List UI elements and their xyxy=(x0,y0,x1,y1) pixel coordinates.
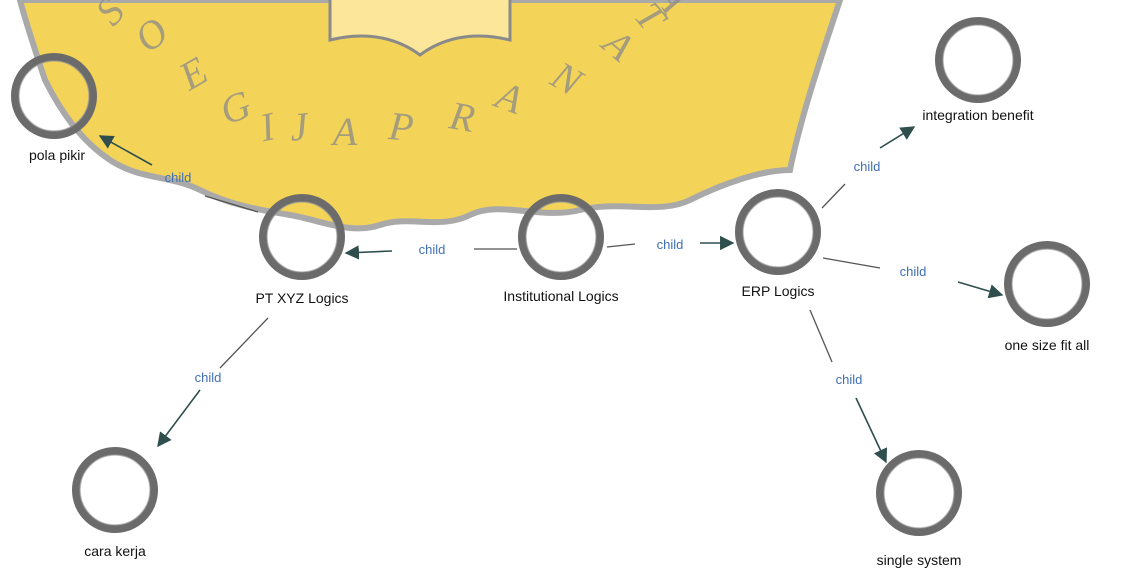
node-integration[interactable]: integration benefit xyxy=(922,17,1034,123)
seal-letter: A xyxy=(330,109,358,154)
node-institutional[interactable]: Institutional Logics xyxy=(503,194,619,304)
node-ring-inner xyxy=(18,60,90,132)
node-ring-icon[interactable] xyxy=(259,194,345,280)
node-ring-icon[interactable] xyxy=(735,189,821,275)
edge-label[interactable]: child xyxy=(854,159,881,174)
edge-ptxyz-to-pola: child xyxy=(98,135,259,213)
node-label: one size fit all xyxy=(1005,337,1090,353)
node-label: Institutional Logics xyxy=(503,288,618,304)
node-label: PT XYZ Logics xyxy=(255,290,348,306)
node-ring-icon[interactable] xyxy=(1004,241,1090,327)
node-onesize[interactable]: one size fit all xyxy=(1004,241,1090,353)
edge-arrow xyxy=(98,135,153,166)
node-ring-inner xyxy=(266,201,338,273)
edge-line-start xyxy=(822,257,881,269)
node-ring-inner xyxy=(1011,248,1083,320)
edge-line-start xyxy=(606,243,636,248)
edge-label[interactable]: child xyxy=(657,237,684,252)
edge-arrow xyxy=(157,389,201,448)
node-ring-icon[interactable] xyxy=(935,17,1021,103)
university-seal-watermark: SOEGIJAPRANATA xyxy=(16,0,844,232)
edge-label[interactable]: child xyxy=(165,170,192,185)
edge-arrow xyxy=(344,245,393,260)
edge-label[interactable]: child xyxy=(195,370,222,385)
edges-layer: child child child child child child child xyxy=(98,126,1004,464)
node-ptxyz[interactable]: PT XYZ Logics xyxy=(255,194,349,306)
node-label: single system xyxy=(877,552,962,568)
edge-arrow xyxy=(879,126,916,149)
edge-label[interactable]: child xyxy=(836,372,863,387)
edge-ptxyz-to-cara: child xyxy=(157,317,269,448)
node-label: integration benefit xyxy=(922,107,1033,123)
edge-erp-to-onesize: child xyxy=(822,257,1004,299)
edge-line-start xyxy=(821,183,846,209)
node-single[interactable]: single system xyxy=(876,450,962,568)
node-pola[interactable]: pola pikir xyxy=(11,53,97,163)
edge-institutional-to-erp: child xyxy=(606,235,735,252)
node-ring-inner xyxy=(79,454,151,526)
edge-arrow xyxy=(855,397,888,464)
node-erp[interactable]: ERP Logics xyxy=(735,189,821,299)
node-ring-inner xyxy=(525,201,597,273)
node-label: pola pikir xyxy=(29,147,85,163)
edge-line-start xyxy=(219,317,269,369)
node-ring-icon[interactable] xyxy=(518,194,604,280)
node-ring-inner xyxy=(942,24,1014,96)
node-label: cara kerja xyxy=(84,543,146,559)
edge-label[interactable]: child xyxy=(419,242,446,257)
seal-letter: P xyxy=(386,103,415,150)
seal-letter: J xyxy=(288,103,312,150)
edge-erp-to-single: child xyxy=(809,309,888,464)
edge-line-start xyxy=(809,309,833,363)
node-label: ERP Logics xyxy=(742,283,815,299)
edge-line-start xyxy=(204,195,259,213)
edge-label[interactable]: child xyxy=(900,264,927,279)
node-ring-icon[interactable] xyxy=(72,447,158,533)
edge-erp-to-integration: child xyxy=(821,126,916,209)
seal-shape xyxy=(16,0,844,232)
node-ring-icon[interactable] xyxy=(876,450,962,536)
book-icon xyxy=(328,0,512,57)
node-ring-inner xyxy=(742,196,814,268)
edge-institutional-to-ptxyz: child xyxy=(344,242,517,260)
node-cara[interactable]: cara kerja xyxy=(72,447,158,559)
node-ring-inner xyxy=(883,457,955,529)
node-ring-icon[interactable] xyxy=(11,53,97,139)
nodes-layer: Institutional Logics PT XYZ Logics ERP Log… xyxy=(11,17,1090,568)
edge-arrow xyxy=(957,281,1004,299)
